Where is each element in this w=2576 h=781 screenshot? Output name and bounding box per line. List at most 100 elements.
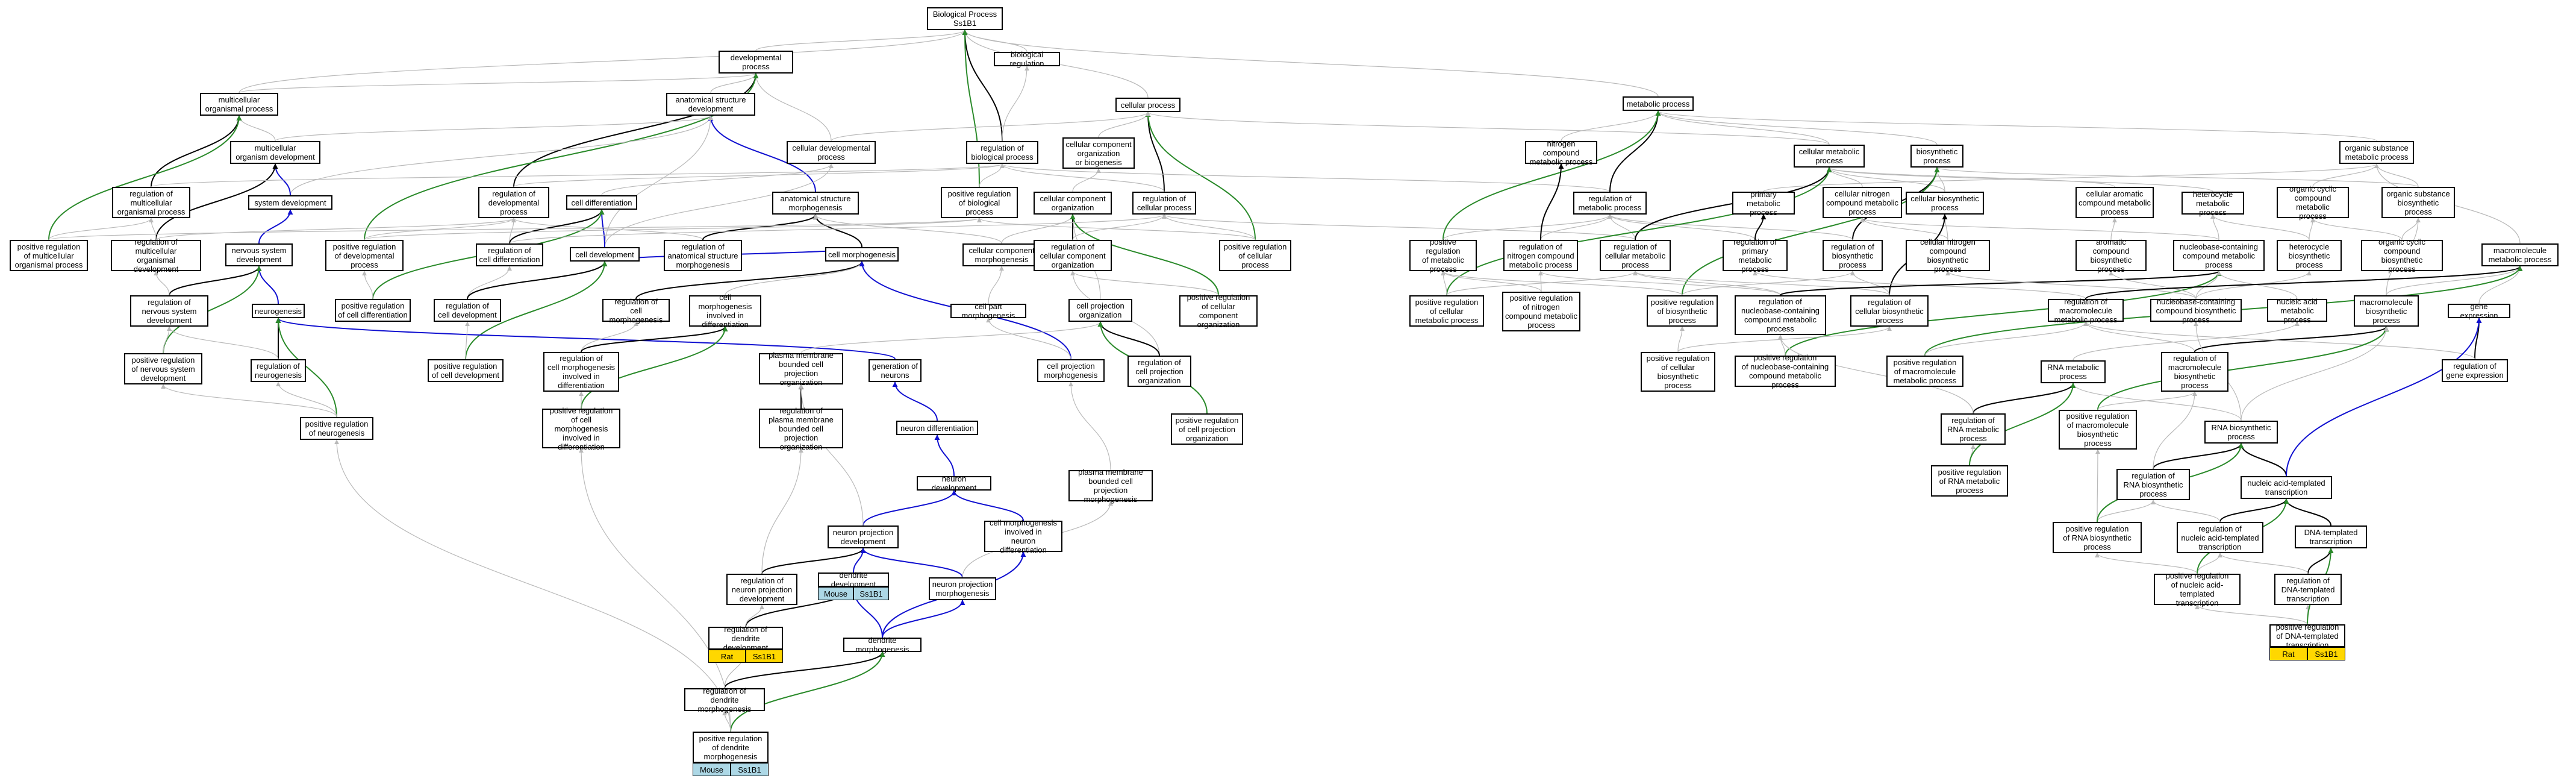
go-term-occmp[interactable]: organic cyclic compound metabolic proces… (2277, 184, 2349, 221)
go-term-prcmid[interactable]: positive regulation of cell morphogenesi… (542, 406, 620, 451)
go-term-rcdev[interactable]: regulation of cell development (434, 299, 501, 322)
go-term-mp[interactable]: metabolic process (1623, 96, 1694, 111)
go-term-rmp[interactable]: regulation of metabolic process (1573, 192, 1647, 215)
go-term-cbsp[interactable]: cellular biosynthetic process (1906, 192, 1984, 215)
go-term-prbsp[interactable]: positive regulation of biosynthetic proc… (1647, 295, 1718, 327)
go-term-ndif[interactable]: neuron differentiation (896, 421, 978, 435)
go-term-prdtt[interactable]: positive regulation of DNA-templated tra… (2269, 623, 2345, 650)
go-term-dm[interactable]: dendrite morphogenesis (843, 636, 922, 654)
go-term-rcpo[interactable]: regulation of cell projection organizati… (1127, 356, 1191, 387)
go-term-prnccmp[interactable]: positive regulation of nucleobase-contai… (1735, 353, 1836, 389)
go-term-occbp[interactable]: organic cyclic compound biosynthetic pro… (2361, 237, 2443, 274)
go-term-rasm[interactable]: regulation of anatomical structure morph… (664, 240, 742, 271)
go-term-rnamp[interactable]: RNA metabolic process (2041, 360, 2106, 383)
go-term-ndev[interactable]: neuron development (917, 474, 991, 492)
go-term-rcp[interactable]: regulation of cellular process (1132, 192, 1196, 215)
go-term-rdtt[interactable]: regulation of DNA-templated transcriptio… (2274, 574, 2342, 605)
go-term-nccbp[interactable]: nucleobase-containing compound biosynthe… (2150, 297, 2242, 324)
go-term-pmbcpm[interactable]: plasma membrane bounded cell projection … (1068, 468, 1153, 504)
go-term-dtt[interactable]: DNA-templated transcription (2295, 525, 2367, 548)
go-term-rrnamp[interactable]: regulation of RNA metabolic process (1941, 413, 2006, 445)
go-term-cdev[interactable]: cell development (570, 247, 640, 262)
go-term-cdp[interactable]: cellular developmental process (787, 141, 876, 164)
go-term-rmmp[interactable]: regulation of macromolecule metabolic pr… (2048, 297, 2124, 324)
go-term-nccmp[interactable]: nucleobase-containing compound metabolic… (2173, 240, 2265, 271)
go-term-genn[interactable]: generation of neurons (869, 359, 922, 382)
go-term-rnccmp[interactable]: regulation of nucleobase-containing comp… (1735, 295, 1826, 335)
go-term-rcmor[interactable]: regulation of cell morphogenesis (602, 297, 670, 324)
go-term-rncmp[interactable]: regulation of nitrogen compound metaboli… (1503, 240, 1578, 271)
go-term-rcdif[interactable]: regulation of cell differentiation (476, 243, 543, 266)
go-term-prncmp[interactable]: positive regulation of nitrogen compound… (1502, 292, 1580, 331)
go-term-osmp[interactable]: organic substance metabolic process (2339, 141, 2414, 164)
go-term-neur[interactable]: neurogenesis (252, 304, 305, 318)
go-term-prcdif[interactable]: positive regulation of cell differentiat… (335, 299, 411, 322)
go-term-prbp[interactable]: positive regulation of biological proces… (941, 187, 1018, 218)
go-term-hmp[interactable]: heterocycle metabolic process (2181, 190, 2244, 217)
go-term-prneur[interactable]: positive regulation of neurogenesis (300, 417, 373, 440)
go-term-cmid[interactable]: cell morphogenesis involved in different… (689, 293, 761, 329)
go-term-rcbsp[interactable]: regulation of cellular biosynthetic proc… (1850, 295, 1929, 327)
go-term-rcmid[interactable]: regulation of cell morphogenesis involve… (543, 352, 619, 392)
go-term-npd[interactable]: neuron projection development (828, 525, 899, 548)
go-term-cmind[interactable]: cell morphogenesis involved in neuron di… (984, 518, 1062, 554)
go-term-osbp[interactable]: organic substance biosynthetic process (2381, 187, 2455, 218)
go-term-cpo[interactable]: cell projection organization (1068, 299, 1132, 322)
go-term-ge[interactable]: gene expression (2448, 302, 2510, 320)
go-term-prrnamp[interactable]: positive regulation of RNA metabolic pro… (1931, 465, 2008, 497)
go-term-rnsd[interactable]: regulation of nervous system development (130, 295, 208, 327)
go-term-cncmp[interactable]: cellular nitrogen compound metabolic pro… (1823, 187, 1902, 218)
go-term-prcpo[interactable]: positive regulation of cell projection o… (1171, 413, 1243, 445)
go-term-prdp[interactable]: positive regulation of developmental pro… (325, 240, 404, 271)
go-term-prmop[interactable]: positive regulation of multicellular org… (10, 240, 88, 271)
go-term-rbsp[interactable]: regulation of biosynthetic process (1823, 240, 1883, 271)
go-term-rcmp[interactable]: regulation of cellular metabolic process (1600, 240, 1671, 271)
go-term-bp[interactable]: Biological Process Ss1B1 (927, 7, 1003, 30)
go-term-rneur[interactable]: regulation of neurogenesis (251, 359, 306, 382)
go-term-asm[interactable]: anatomical structure morphogenesis (772, 192, 859, 215)
go-term-rdd[interactable]: regulation of dendrite development (708, 625, 783, 652)
go-term-cncbp[interactable]: cellular nitrogen compound biosynthetic … (1906, 237, 1990, 274)
go-term-bsp[interactable]: biosynthetic process (1910, 145, 1963, 168)
go-term-npm[interactable]: neuron projection morphogenesis (929, 577, 996, 600)
go-term-rmbp[interactable]: regulation of macromolecule biosynthetic… (2161, 352, 2228, 392)
go-term-mmp[interactable]: macromolecule metabolic process (2481, 243, 2559, 266)
go-term-rnabp[interactable]: RNA biosynthetic process (2204, 421, 2278, 444)
go-term-rpmp[interactable]: regulation of primary metabolic process (1723, 237, 1788, 274)
go-term-nsd[interactable]: nervous system development (225, 243, 293, 266)
go-term-rmop[interactable]: regulation of multicellular organismal p… (112, 187, 190, 218)
go-term-cco[interactable]: cellular component organization (1034, 192, 1112, 215)
go-term-rnatt[interactable]: regulation of nucleic acid-templated tra… (2177, 522, 2263, 553)
go-term-acbp[interactable]: aromatic compound biosynthetic process (2075, 237, 2147, 274)
go-term-prdm[interactable]: positive regulation of dendrite morphoge… (693, 732, 769, 763)
go-term-breg[interactable]: biological regulation (994, 50, 1060, 68)
go-term-mbp[interactable]: macromolecule biosynthetic process (2354, 295, 2419, 327)
go-term-ncmp[interactable]: nitrogen compound metabolic process (1525, 139, 1597, 166)
go-term-prcp[interactable]: positive regulation of cellular process (1219, 240, 1291, 271)
go-term-prnatt[interactable]: positive regulation of nucleic acid-temp… (2154, 571, 2241, 607)
go-term-prcco[interactable]: positive regulation of cellular componen… (1179, 293, 1258, 329)
go-term-pmp[interactable]: primary metabolic process (1732, 190, 1795, 217)
go-term-natt[interactable]: nucleic acid-templated transcription (2241, 476, 2332, 499)
go-term-asd[interactable]: anatomical structure development (666, 93, 755, 116)
go-term-rdm[interactable]: regulation of dendrite morphogenesis (684, 686, 765, 714)
go-term-hbp[interactable]: heterocycle biosynthetic process (2277, 240, 2342, 271)
go-term-mod[interactable]: multicellular organism development (230, 141, 320, 164)
go-term-prcbsp[interactable]: positive regulation of cellular biosynth… (1641, 352, 1715, 392)
go-term-rmod[interactable]: regulation of multicellular organismal d… (111, 237, 201, 274)
go-term-prcdev[interactable]: positive regulation of cell development (428, 359, 504, 382)
go-term-rdp[interactable]: regulation of developmental process (478, 187, 549, 218)
go-term-rrnabp[interactable]: regulation of RNA biosynthetic process (2116, 469, 2190, 500)
go-term-sysd[interactable]: system development (248, 195, 332, 210)
go-term-cpmor[interactable]: cell projection morphogenesis (1037, 359, 1105, 382)
go-term-cpm[interactable]: cell part morphogenesis (950, 302, 1026, 320)
go-term-prmmp[interactable]: positive regulation of macromolecule met… (1886, 356, 1963, 387)
go-term-ccob[interactable]: cellular component organization or bioge… (1062, 137, 1135, 169)
go-term-mult[interactable]: multicellular organismal process (200, 93, 278, 116)
go-term-prcmp[interactable]: positive regulation of cellular metaboli… (1409, 295, 1484, 327)
go-term-dd[interactable]: dendrite development (818, 571, 889, 589)
go-term-rnpd[interactable]: regulation of neuron projection developm… (726, 574, 797, 605)
go-term-pmbcpo[interactable]: plasma membrane bounded cell projection … (759, 351, 843, 387)
go-term-prnsd[interactable]: positive regulation of nervous system de… (124, 353, 202, 384)
go-term-rbp[interactable]: regulation of biological process (966, 141, 1038, 164)
